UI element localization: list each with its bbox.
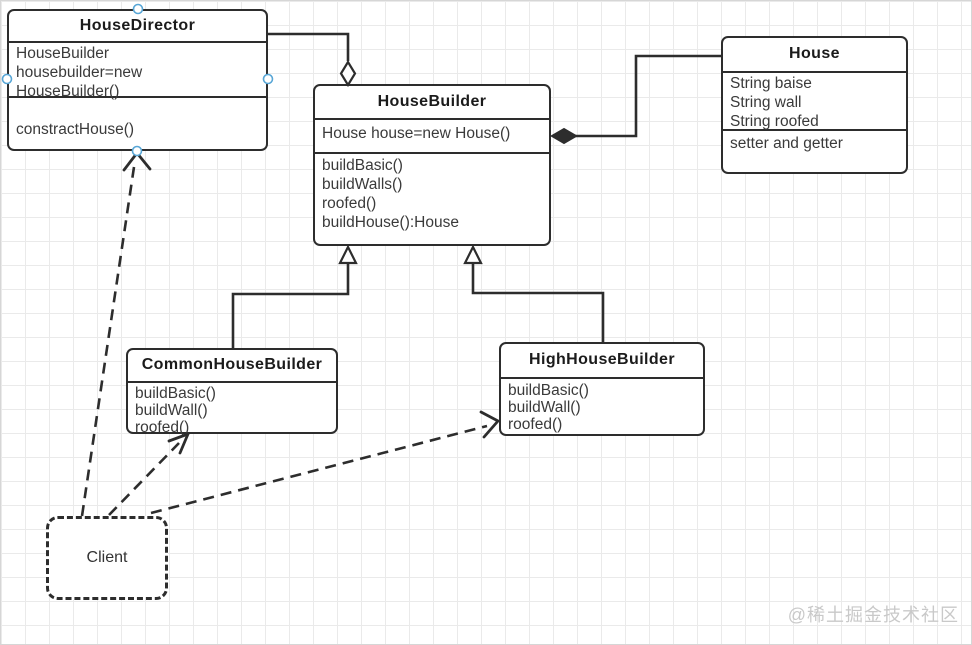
- class-methods-housebuilder: buildBasic() buildWalls() roofed() build…: [315, 154, 549, 232]
- aggregation-connector-housedirector-housebuilder[interactable]: [268, 32, 357, 88]
- class-box-commonhousebuilder[interactable]: CommonHouseBuilder buildBasic() buildWal…: [126, 348, 338, 436]
- class-box-house[interactable]: House String baise String wall String ro…: [721, 36, 908, 174]
- class-attributes-housedirector: HouseBuilder housebuilder=new HouseBuild…: [9, 43, 266, 100]
- method-line: buildBasic(): [508, 381, 589, 399]
- method-line: buildWall(): [508, 398, 581, 416]
- generalization-connector-commonhousebuilder[interactable]: [231, 244, 358, 348]
- method-line: setter and getter: [730, 135, 843, 152]
- attribute-line: HouseBuilder(): [16, 82, 120, 100]
- attribute-line: String roofed: [730, 112, 819, 130]
- dependency-arrow-icon: [122, 151, 152, 172]
- client-label: Client: [86, 549, 128, 566]
- connector-line: [575, 54, 721, 138]
- generalization-arrow-icon: [338, 244, 358, 265]
- composition-connector-housebuilder-house[interactable]: [550, 54, 721, 145]
- attribute-line: housebuilder=new: [16, 63, 143, 81]
- dependency-arrow-icon: [167, 432, 190, 455]
- generalization-connector-highhousebuilder[interactable]: [463, 244, 605, 342]
- class-title-housedirector: HouseDirector: [9, 11, 266, 43]
- class-methods-house: setter and getter: [723, 131, 906, 153]
- class-title-highhousebuilder: HighHouseBuilder: [501, 344, 703, 379]
- class-title-housebuilder: HouseBuilder: [315, 86, 549, 120]
- client-box[interactable]: Client: [46, 516, 168, 600]
- dependency-connector-client-housedirector[interactable]: [80, 151, 152, 517]
- dependency-connector-client-commonhousebuilder[interactable]: [108, 432, 190, 516]
- generalization-arrow-icon: [463, 244, 483, 265]
- method-line: buildHouse():House: [322, 213, 459, 231]
- watermark: @稀土掘金技术社区: [787, 605, 959, 625]
- method-line: constractHouse(): [16, 120, 135, 138]
- composition-diamond-icon: [550, 127, 578, 145]
- class-attributes-house: String baise String wall String roofed: [723, 73, 906, 131]
- attribute-line: HouseBuilder: [16, 44, 110, 62]
- method-line: buildBasic(): [322, 156, 403, 174]
- connector-line: [471, 263, 605, 342]
- method-line: buildWalls(): [322, 175, 403, 193]
- class-box-housebuilder[interactable]: HouseBuilder House house=new House() bui…: [313, 84, 551, 246]
- class-methods-highhousebuilder: buildBasic() buildWall() roofed(): [501, 379, 703, 433]
- class-box-housedirector[interactable]: HouseDirector HouseBuilder housebuilder=…: [7, 9, 268, 151]
- attribute-line: String baise: [730, 74, 812, 92]
- attribute-line: House house=new House(): [322, 124, 511, 142]
- method-line: roofed(): [135, 418, 190, 436]
- class-title-commonhousebuilder: CommonHouseBuilder: [128, 350, 336, 383]
- method-line: roofed(): [508, 415, 563, 433]
- connector-line: [268, 32, 350, 61]
- class-methods-housedirector: constractHouse(): [9, 98, 266, 139]
- connector-line: [231, 263, 350, 348]
- method-line: roofed(): [322, 194, 377, 212]
- class-box-highhousebuilder[interactable]: HighHouseBuilder buildBasic() buildWall(…: [499, 342, 705, 436]
- class-attributes-housebuilder: House house=new House(): [315, 120, 549, 154]
- connector-line: [150, 424, 488, 515]
- method-line: buildBasic(): [135, 384, 216, 402]
- class-methods-commonhousebuilder: buildBasic() buildWall() roofed(): [128, 383, 336, 436]
- dependency-arrow-icon: [479, 410, 500, 439]
- class-title-house: House: [723, 38, 906, 73]
- connector-line: [80, 166, 136, 517]
- connector-line: [108, 442, 180, 516]
- aggregation-diamond-icon: [339, 59, 357, 88]
- attribute-line: String wall: [730, 93, 802, 111]
- method-line: buildWall(): [135, 401, 208, 419]
